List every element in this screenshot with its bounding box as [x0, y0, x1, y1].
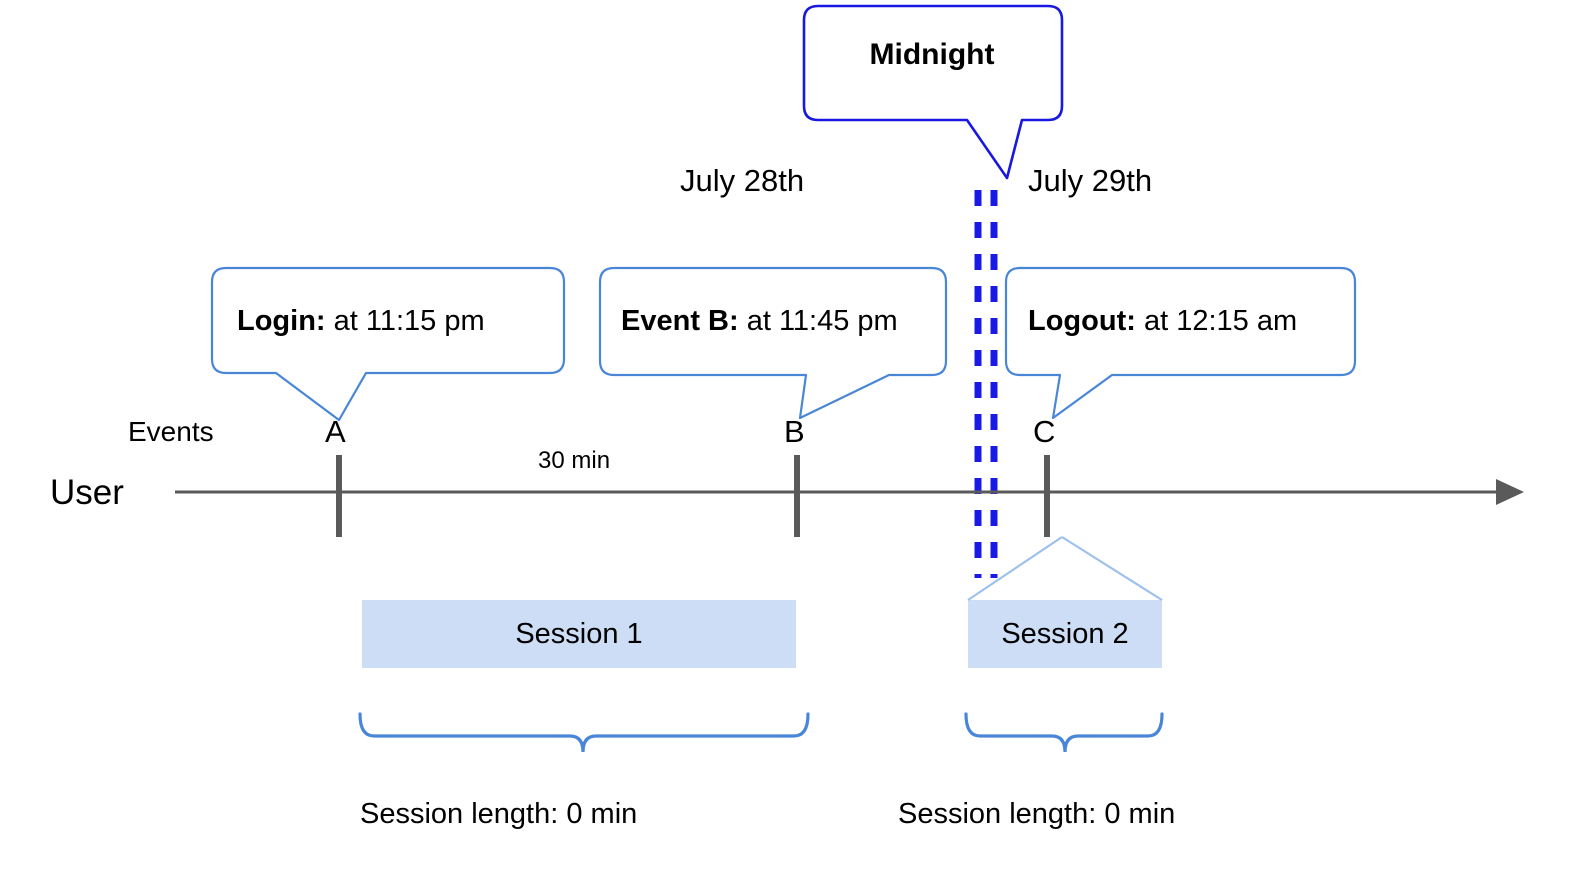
login-callout-rest: at 11:15 pm — [325, 305, 485, 337]
interval-30min-label: 30 min — [538, 447, 611, 474]
user-row-label: User — [50, 473, 124, 512]
session-1-label: Session 1 — [515, 617, 643, 650]
midnight-callout-label: Midnight — [869, 38, 995, 71]
session-2-fan-lines — [967, 536, 1163, 601]
eventb-callout-rest: at 11:45 pm — [738, 305, 898, 337]
day-label-left: July 28th — [680, 163, 805, 198]
midnight-callout-shape — [802, 4, 1064, 180]
session-1-rect — [362, 600, 796, 668]
session-1-length-label: Session length: 0 min — [360, 798, 638, 830]
events-row-label: Events — [128, 416, 214, 447]
logout-callout-bold: Logout: — [1028, 305, 1136, 337]
eventb-callout-shape — [598, 266, 948, 420]
logout-callout-label: Logout: at 12:15 am — [1028, 305, 1297, 338]
day-label-right: July 29th — [1028, 163, 1153, 198]
midnight-dashed-lines — [974, 190, 998, 578]
point-a-label: A — [325, 414, 346, 449]
login-callout-shape — [210, 266, 566, 422]
logout-callout-shape — [1004, 266, 1357, 420]
eventb-callout-label: Event B: at 11:45 pm — [621, 305, 898, 338]
session-1-brace — [358, 712, 810, 753]
eventb-callout-bold: Event B: — [621, 305, 739, 337]
session-2-length-label: Session length: 0 min — [898, 798, 1176, 830]
timeline-arrowhead — [1496, 479, 1524, 505]
point-b-label: B — [784, 414, 805, 449]
login-callout-label: Login: at 11:15 pm — [237, 305, 485, 338]
session-2-label: Session 2 — [1001, 617, 1129, 650]
session-2-brace — [964, 712, 1164, 753]
logout-callout-rest: at 12:15 am — [1135, 305, 1298, 337]
login-callout-bold: Login: — [237, 305, 326, 337]
point-c-label: C — [1033, 414, 1056, 449]
session-2-rect — [968, 600, 1162, 668]
